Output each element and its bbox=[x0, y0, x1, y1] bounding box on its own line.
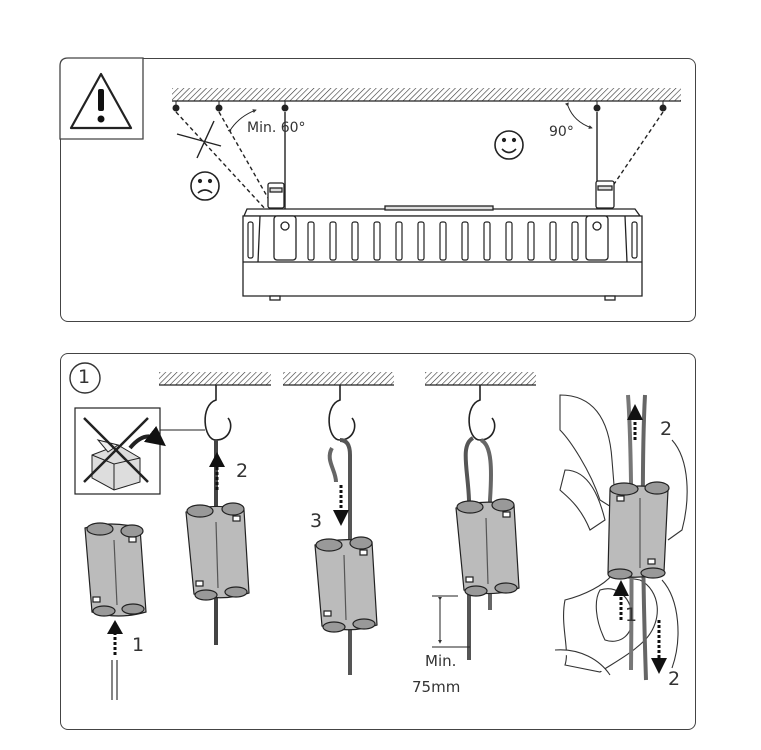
do-not-open-box-icon bbox=[74, 407, 205, 495]
step-label-pull-up: 2 bbox=[236, 460, 249, 482]
warning-badge bbox=[59, 57, 144, 140]
step-badge-circle bbox=[69, 362, 101, 394]
step-label-right-push: 1 bbox=[625, 604, 638, 626]
push-up-arrow bbox=[107, 620, 123, 655]
luminaire-fins bbox=[247, 221, 638, 261]
wrong-angle-cross-icon bbox=[176, 120, 222, 159]
exclamation-icon bbox=[98, 89, 104, 111]
step-label-right-up: 2 bbox=[660, 418, 673, 440]
step-hooks bbox=[204, 385, 496, 441]
min-length-label-line1: Min. bbox=[425, 652, 457, 670]
push-down-arrow bbox=[333, 485, 349, 526]
step-badge-number: 1 bbox=[78, 366, 91, 388]
ceiling-hooks bbox=[172, 101, 667, 112]
ceiling bbox=[172, 88, 681, 101]
step-ceilings bbox=[159, 372, 536, 386]
min-angle-arc bbox=[227, 109, 257, 133]
min-angle-label: Min. 60° bbox=[247, 120, 306, 136]
step-label-push-up: 1 bbox=[132, 634, 145, 656]
gripper-step1 bbox=[84, 522, 147, 700]
closeup-gripper bbox=[607, 481, 670, 580]
closeup-arrows bbox=[613, 404, 667, 674]
sad-face-icon bbox=[190, 171, 220, 201]
happy-face-icon bbox=[494, 130, 524, 160]
gripper-step4 bbox=[455, 436, 520, 660]
right-angle-arc bbox=[565, 102, 593, 129]
step-label-right-down: 2 bbox=[668, 668, 681, 690]
min-length-label-line2: 75mm bbox=[412, 678, 461, 696]
gripper-step2 bbox=[185, 440, 250, 645]
min-length-dimension bbox=[432, 595, 470, 648]
left-cables bbox=[175, 111, 286, 220]
gripper-step3 bbox=[314, 438, 378, 675]
pull-up-arrow bbox=[209, 452, 225, 490]
step-label-push-down: 3 bbox=[310, 510, 323, 532]
right-angle-label: 90° bbox=[549, 124, 574, 140]
